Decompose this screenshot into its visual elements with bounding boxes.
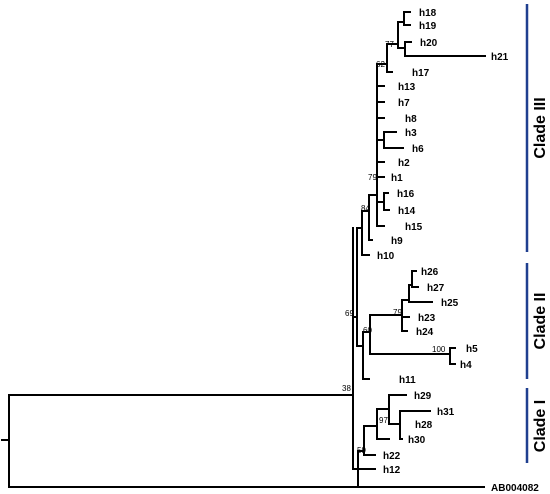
tip-label: h6 xyxy=(412,144,424,155)
tip-label: h8 xyxy=(405,114,417,125)
bootstrap-value: 100 xyxy=(432,345,446,354)
tip-label: h17 xyxy=(412,68,430,79)
tip-label: h30 xyxy=(408,435,426,446)
tip-label: AB004082 xyxy=(491,483,539,494)
tip-label: h12 xyxy=(383,465,401,476)
tip-label: h3 xyxy=(405,128,417,139)
tip-label: h25 xyxy=(441,298,459,309)
clade-label: Clade II xyxy=(532,293,549,350)
tip-label: h26 xyxy=(421,267,439,278)
bootstrap-value: 79 xyxy=(393,308,402,317)
tip-label: h22 xyxy=(383,451,401,462)
tip-label: h27 xyxy=(427,283,445,294)
bootstrap-value: 97 xyxy=(379,416,388,425)
bootstrap-value: 79 xyxy=(368,173,377,182)
clade-annotations: Clade III Clade II Clade I xyxy=(525,4,549,463)
tip-label: h5 xyxy=(466,344,478,355)
tip-label: h9 xyxy=(391,236,403,247)
tip-label: h1 xyxy=(391,173,403,184)
tip-label: h2 xyxy=(398,158,410,169)
bootstrap-value: 38 xyxy=(342,384,351,393)
tip-label: h4 xyxy=(460,360,472,371)
bootstrap-value: 69 xyxy=(345,309,354,318)
tip-label: h28 xyxy=(415,420,433,431)
tip-label: h21 xyxy=(491,52,509,63)
bootstrap-value: 77 xyxy=(385,40,394,49)
tip-label: h11 xyxy=(399,375,416,386)
bootstrap-value: 59 xyxy=(357,446,366,455)
tip-label: h29 xyxy=(414,391,432,402)
tip-label: h31 xyxy=(437,407,455,418)
bootstrap-value: 62 xyxy=(376,60,385,69)
tip-label: h23 xyxy=(418,313,436,324)
tip-label: h20 xyxy=(420,38,438,49)
tip-label: h14 xyxy=(398,206,416,217)
tip-label: h19 xyxy=(419,21,437,32)
clade-label: Clade III xyxy=(532,97,549,158)
bootstrap-value: 84 xyxy=(361,204,370,213)
tree-branches xyxy=(1,11,486,488)
tip-label: h16 xyxy=(397,189,415,200)
bootstrap-value: 60 xyxy=(363,326,372,335)
tip-label: h13 xyxy=(398,82,416,93)
clade-label: Clade I xyxy=(532,400,549,452)
tip-label: h18 xyxy=(419,8,437,19)
bootstrap-values: 77 62 79 84 79 60 100 69 38 97 59 xyxy=(342,40,446,455)
tip-labels: h18 h19 h20 h21 h17 h13 h7 h8 h3 h6 h2 h… xyxy=(377,8,539,494)
tip-label: h7 xyxy=(398,98,410,109)
tip-label: h24 xyxy=(416,327,434,338)
tip-label: h15 xyxy=(405,222,423,233)
tip-label: h10 xyxy=(377,251,395,262)
